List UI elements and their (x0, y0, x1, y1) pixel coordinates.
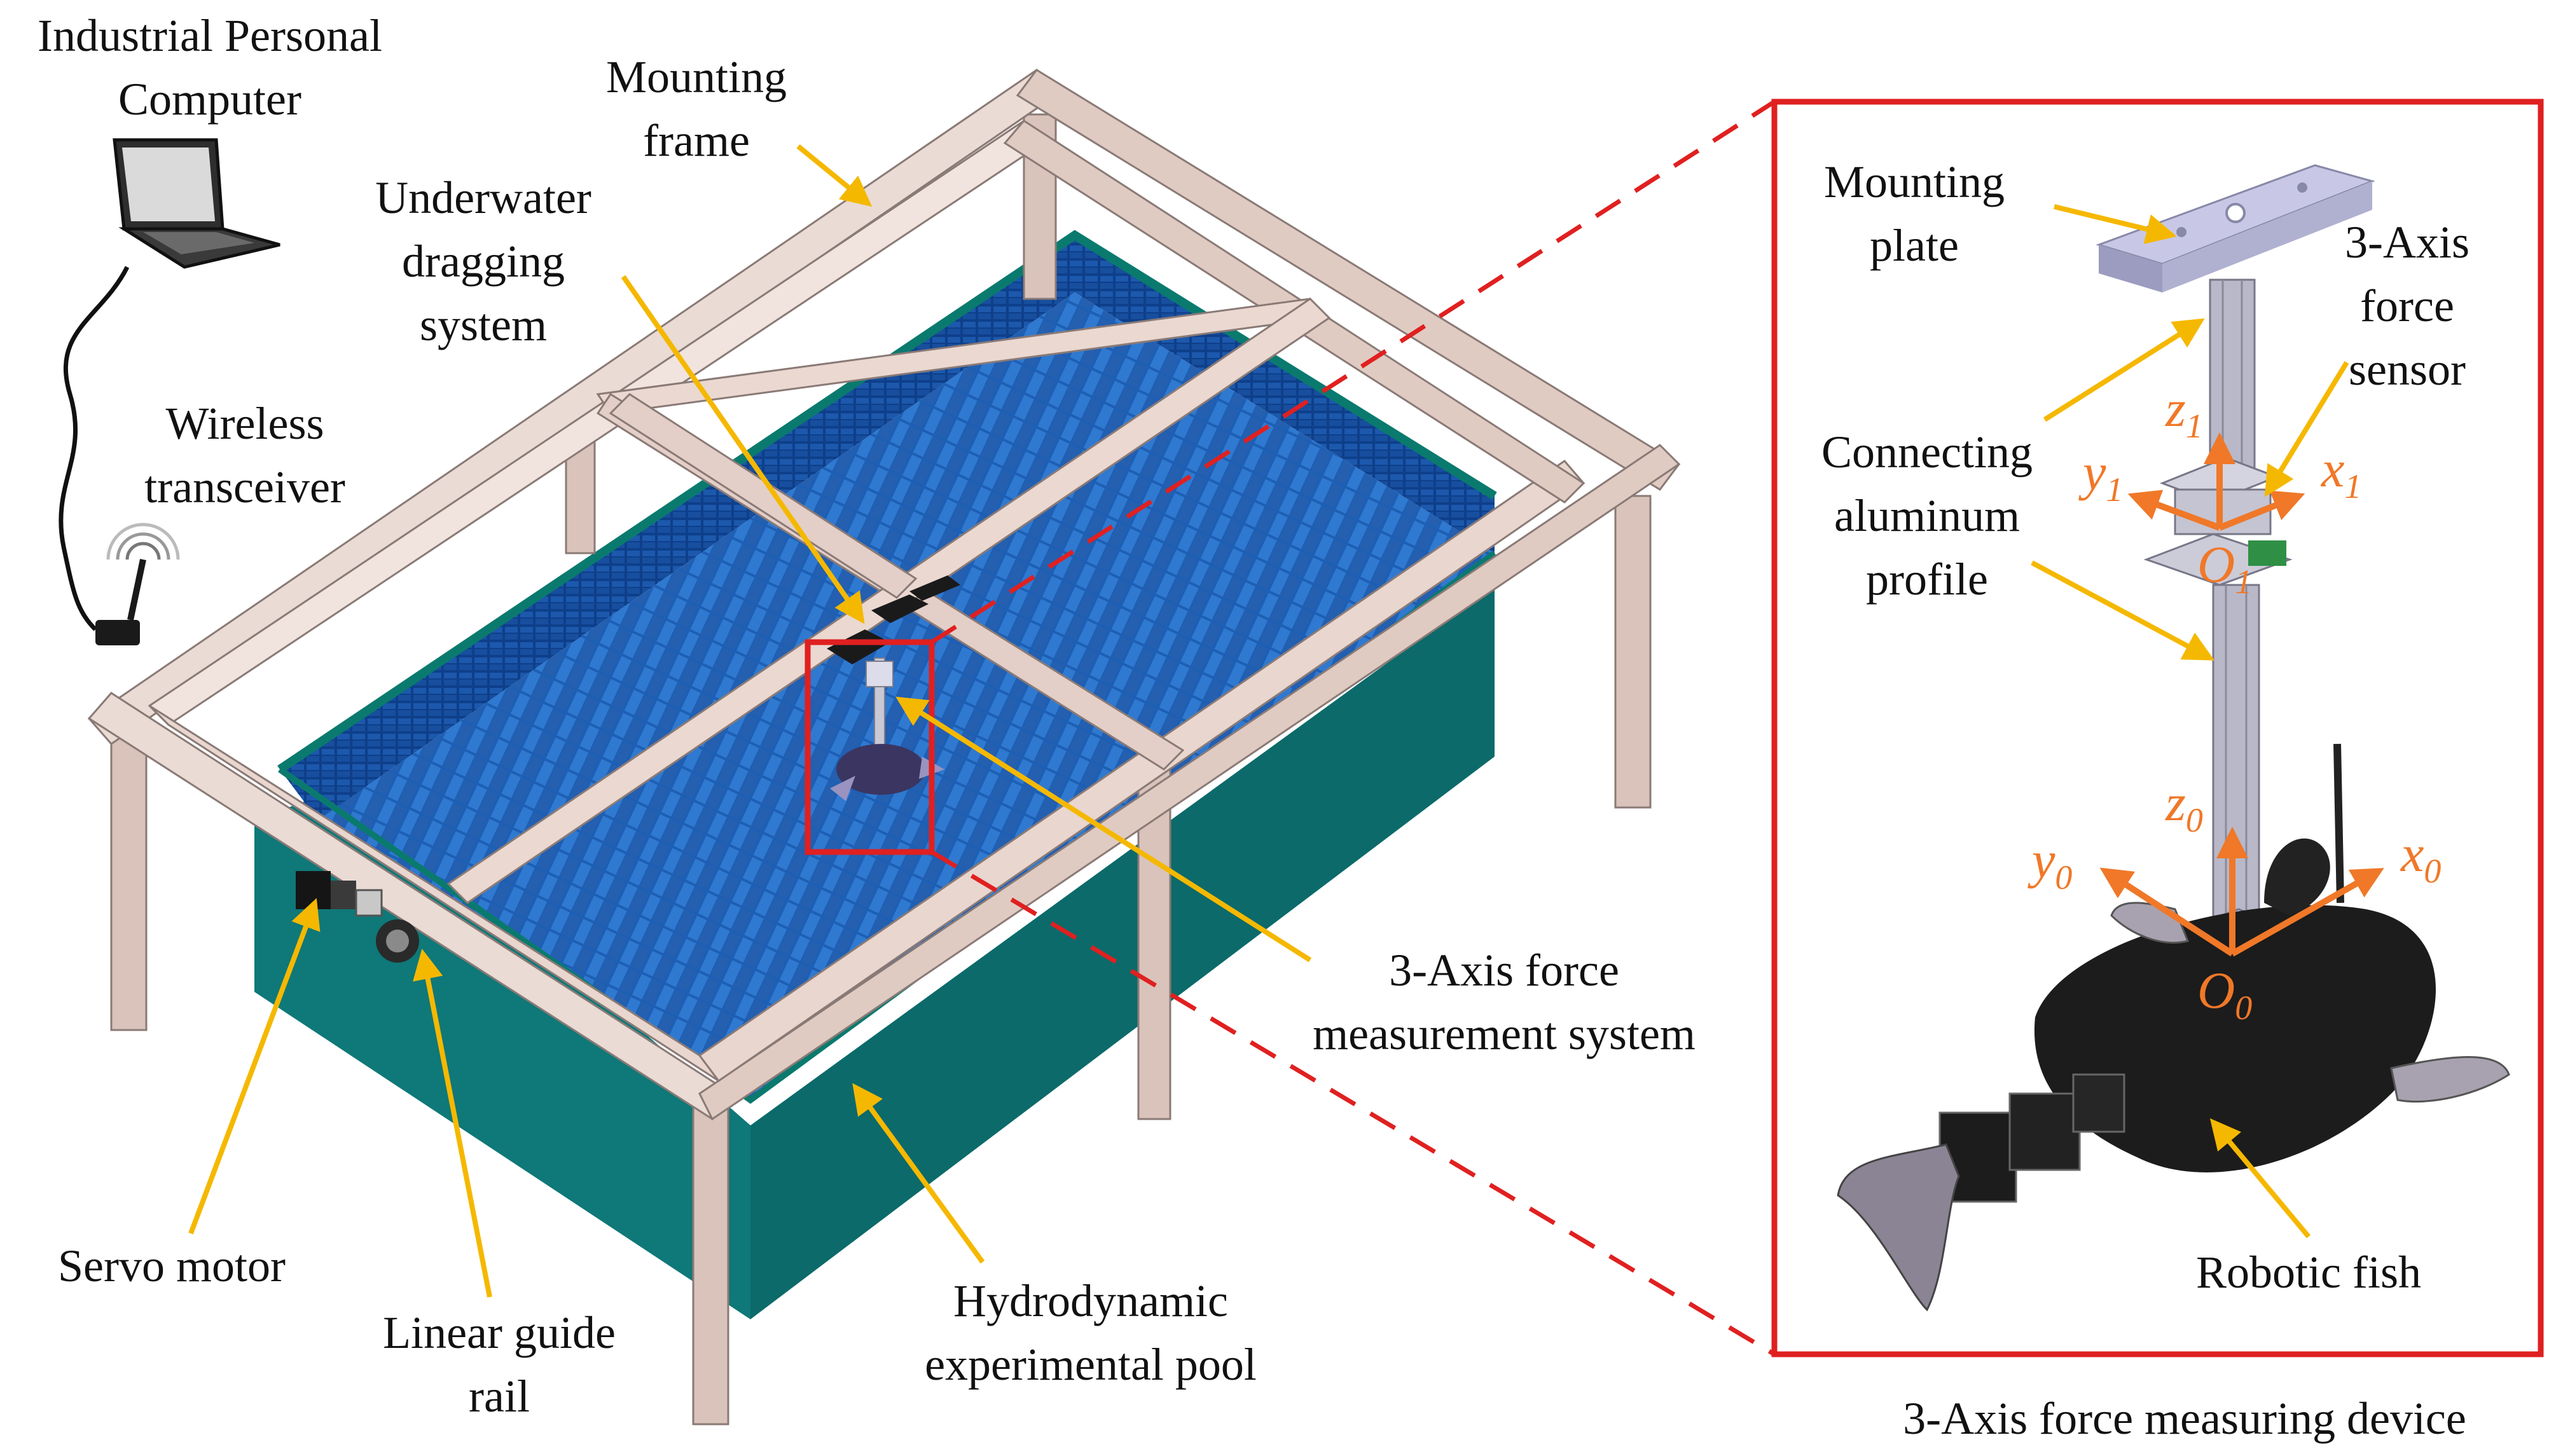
arrow-force-system (895, 696, 1312, 963)
axis-o1: O1 (2197, 535, 2252, 601)
arrow-force-sensor (2264, 361, 2349, 497)
zoom-dashed-line-top (930, 100, 1776, 644)
axis-y0: y0 (2028, 831, 2072, 896)
svg-text:system: system (420, 299, 547, 350)
label-force-system: 3-Axis force measurement system (1313, 945, 1696, 1059)
label-pool: Hydrodynamic experimental pool (925, 1275, 1257, 1390)
arrow-dragging-system (621, 275, 865, 624)
pool-water-surface (318, 292, 1495, 1100)
arrow-robotic-fish (2209, 1118, 2311, 1239)
svg-text:Wireless: Wireless (165, 398, 324, 449)
label-servo-motor: Servo motor (58, 1240, 286, 1291)
hydrodynamic-pool (254, 230, 1497, 1319)
svg-text:Connecting: Connecting (1821, 427, 2033, 477)
arrow-linear-guide (413, 949, 492, 1298)
svg-text:profile: profile (1866, 554, 1988, 605)
pool-right-wall (750, 585, 1495, 1319)
arrow-mounting-plate (2054, 204, 2177, 244)
svg-text:plate: plate (1870, 220, 1959, 271)
label-linear-guide: Linear guide rail (383, 1307, 616, 1422)
robotic-fish (1837, 743, 2510, 1312)
arrow-alu-upper (2043, 318, 2205, 422)
label-force-sensor: 3-Axis force sensor (2345, 217, 2470, 395)
label-mounting-plate: Mounting plate (1824, 156, 2005, 271)
axis-z0: z0 (2165, 774, 2203, 839)
label-underwater-dragging: Underwater dragging system (375, 172, 591, 350)
mounting-frame (87, 68, 1681, 1425)
svg-text:aluminum: aluminum (1834, 490, 2020, 541)
pointer-arrows (188, 144, 2349, 1298)
svg-text:transceiver: transceiver (144, 462, 345, 512)
svg-text:Linear guide: Linear guide (383, 1307, 616, 1358)
svg-text:3-Axis: 3-Axis (2345, 217, 2470, 268)
underwater-dragging-carriage (827, 575, 960, 664)
svg-text:3-Axis force: 3-Axis force (1389, 945, 1619, 996)
laptop-icon (59, 138, 280, 631)
svg-text:Hydrodynamic: Hydrodynamic (953, 1275, 1228, 1326)
svg-text:force: force (2360, 280, 2454, 331)
frame-leg (1614, 495, 1652, 809)
svg-text:Computer: Computer (118, 74, 301, 125)
arrow-mounting-frame (796, 144, 873, 207)
frame-leg (110, 736, 148, 1031)
servo-motor-assembly (296, 871, 419, 963)
svg-text:rail: rail (469, 1371, 530, 1422)
label-robotic-fish: Robotic fish (2196, 1247, 2421, 1298)
zoom-source-box (805, 639, 935, 855)
zoom-dashed-line-bottom (930, 849, 1776, 1357)
caption-force-device: 3-Axis force measuring device (1903, 1393, 2466, 1444)
arrow-servo-motor (188, 898, 321, 1235)
axis-z1: z1 (2165, 380, 2203, 445)
svg-text:Mounting: Mounting (606, 52, 787, 102)
pool-inner-right-wall (1075, 235, 1495, 553)
arrow-pool (852, 1083, 985, 1264)
svg-text:Mounting: Mounting (1824, 156, 2005, 207)
label-mounting-frame: Mounting frame (606, 52, 787, 166)
label-aluminum-profile: Connecting aluminum profile (1821, 427, 2033, 605)
svg-text:measurement system: measurement system (1313, 1008, 1696, 1059)
label-wireless: Wireless transceiver (144, 398, 345, 512)
force-system-in-pool (830, 657, 944, 801)
svg-text:sensor: sensor (2349, 344, 2466, 395)
coordinate-frame-0 (2099, 827, 2384, 957)
svg-text:Industrial Personal: Industrial Personal (38, 10, 382, 61)
frame-leg (692, 1092, 729, 1425)
pool-inner-back-wall (280, 235, 1075, 820)
axis-y1: y1 (2078, 443, 2123, 509)
axis-x0: x0 (2400, 825, 2441, 890)
arrow-alu-lower (2031, 560, 2215, 661)
svg-text:frame: frame (643, 115, 750, 166)
svg-text:dragging: dragging (402, 236, 565, 287)
coordinate-frame-1 (2127, 432, 2305, 531)
svg-text:Underwater: Underwater (375, 172, 591, 223)
wireless-antenna-icon (95, 523, 180, 645)
axis-x1: x1 (2321, 440, 2361, 505)
label-industrial-pc: Industrial Personal Computer (38, 10, 382, 125)
lower-aluminum-profile (2212, 584, 2260, 942)
svg-text:experimental pool: experimental pool (925, 1339, 1257, 1390)
axis-o0: O0 (2197, 961, 2252, 1027)
